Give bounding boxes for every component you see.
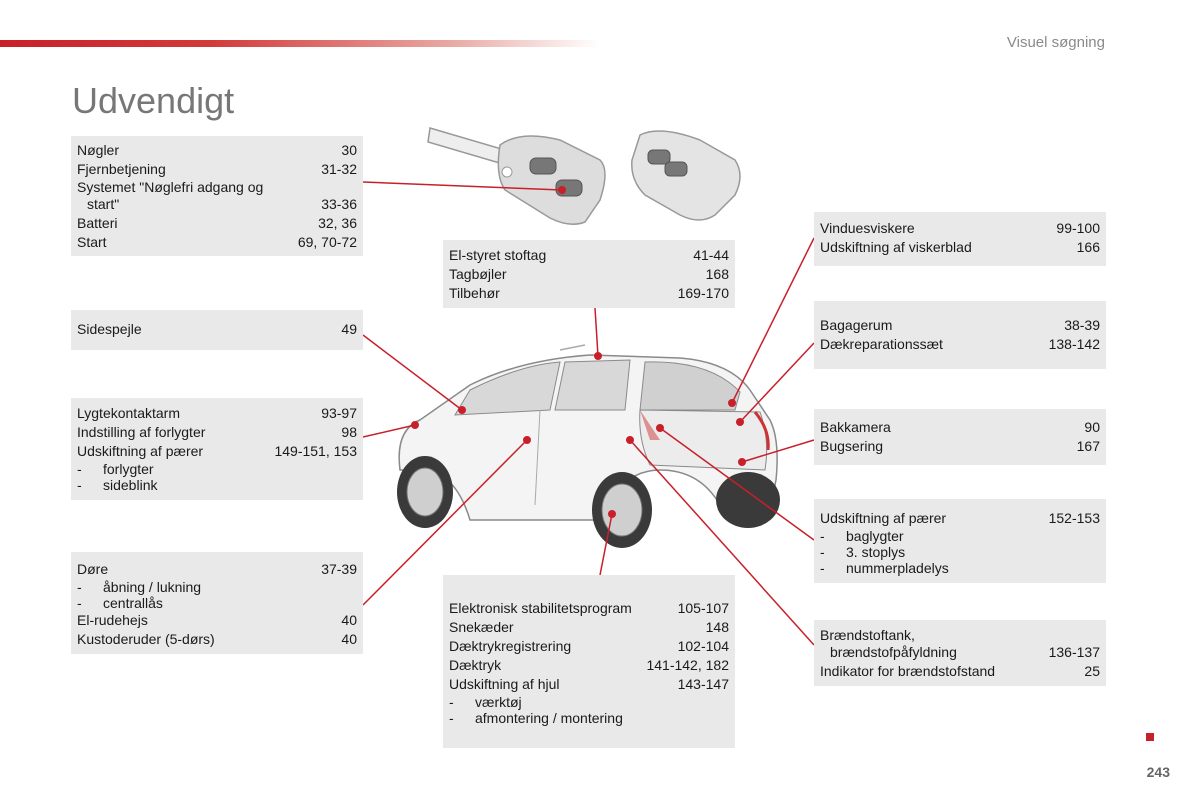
page-number: 243: [1146, 764, 1170, 780]
sub-item: -3. stoplys: [820, 544, 906, 560]
header-accent-bar: [0, 40, 600, 47]
index-row[interactable]: start"33-36: [87, 196, 357, 212]
sub-item: -sideblink: [77, 477, 158, 493]
sub-item: -centrallås: [77, 595, 163, 611]
sub-item: -baglygter: [820, 528, 904, 544]
connector-dots: [411, 186, 746, 518]
car-body: [398, 344, 778, 521]
page-corner-marker: [1146, 733, 1154, 741]
sub-item: -nummerpladelys: [820, 560, 949, 576]
index-row[interactable]: Systemet "Nøglefri adgang og: [77, 179, 264, 195]
index-row[interactable]: Brændstoftank,: [820, 627, 915, 643]
sub-item: -forlygter: [77, 461, 154, 477]
key-fob-keyless-illustration: [631, 130, 741, 221]
key-fob-folding-illustration: [427, 127, 606, 225]
connector-lines: [362, 181, 815, 646]
section-label: Visuel søgning: [1006, 34, 1105, 51]
sub-item: -afmontering / montering: [449, 710, 623, 726]
sub-item: -værktøj: [449, 694, 522, 710]
car-wheels: [397, 456, 780, 548]
index-row[interactable]: Kustoderuder (5-dørs)40: [77, 631, 357, 647]
sub-item: -åbning / lukning: [77, 579, 202, 595]
page-title: Udvendigt: [72, 80, 235, 121]
